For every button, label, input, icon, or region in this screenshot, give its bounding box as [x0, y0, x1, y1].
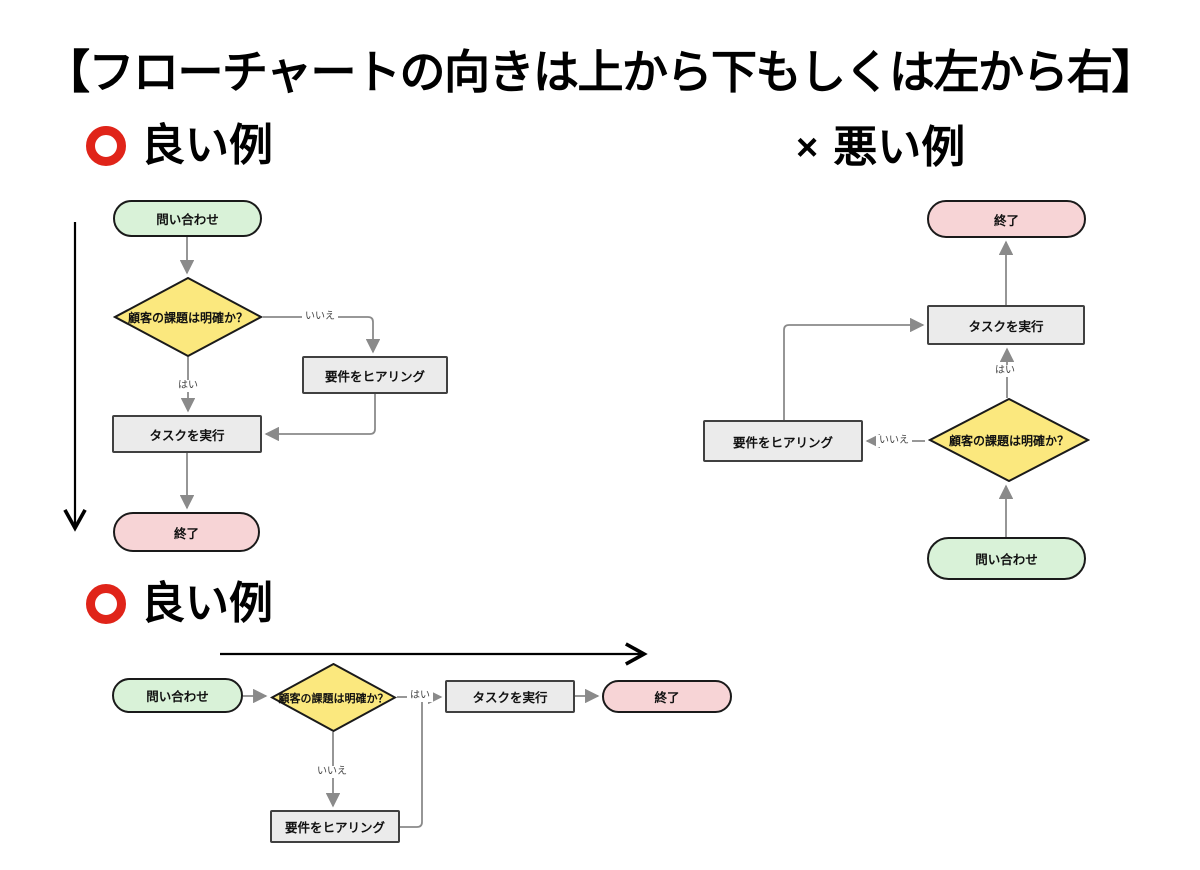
c1-node-task: タスクを実行 — [112, 415, 262, 453]
c2-node-decision: 顧客の課題は明確か？ — [928, 398, 1090, 482]
c2-edge-label-yes: はい — [992, 365, 1018, 377]
bad-example-heading: × 悪い例 — [796, 126, 965, 170]
c3-node-start-label: 問い合わせ — [146, 690, 209, 704]
c1-node-end: 終了 — [113, 512, 260, 552]
c2-node-hearing-label: 要件をヒアリング — [732, 435, 833, 450]
c2-node-task: タスクを実行 — [927, 305, 1085, 345]
c3-node-hearing: 要件をヒアリング — [270, 810, 400, 843]
good-example-label-1: 良い例 — [141, 121, 273, 170]
c2-node-task-label: タスクを実行 — [968, 319, 1044, 334]
good-mark-circle-icon — [86, 126, 126, 166]
c1-node-start: 問い合わせ — [113, 200, 262, 237]
c1-decision-shape — [113, 277, 263, 357]
c2-edge-hearing-task — [783, 317, 925, 420]
good-mark-circle-icon-2 — [86, 584, 126, 624]
c2-node-end: 終了 — [927, 200, 1086, 238]
c1-node-hearing: 要件をヒアリング — [302, 356, 448, 394]
c2-decision-shape — [928, 398, 1090, 482]
page-title: 【フローチャートの向きは上から下もしくは左から右】 — [43, 46, 1158, 98]
good-example-heading-1: 良い例 — [86, 124, 273, 168]
c2-node-decision-label: 顧客の課題は明確か？ — [948, 433, 1069, 448]
c3-node-hearing-label: 要件をヒアリング — [284, 821, 385, 835]
c3-node-end-label: 終了 — [654, 691, 680, 705]
c3-edge-label-yes: はい — [407, 690, 433, 702]
c1-node-hearing-label: 要件をヒアリング — [324, 369, 425, 384]
c2-edge-label-no: いいえ — [876, 435, 912, 447]
c2-node-start-label: 問い合わせ — [975, 553, 1038, 567]
c1-node-decision-label: 顧客の課題は明確か？ — [127, 310, 248, 325]
c1-node-decision: 顧客の課題は明確か？ — [113, 277, 263, 357]
c3-node-task-label: タスクを実行 — [472, 691, 548, 705]
c2-node-start: 問い合わせ — [927, 537, 1086, 580]
c1-node-task-label: タスクを実行 — [149, 428, 225, 443]
c3-node-decision: 顧客の課題は明確か？ — [270, 663, 397, 732]
bad-example-label: 悪い例 — [833, 123, 966, 172]
c2-node-end-label: 終了 — [993, 213, 1019, 228]
c3-edge-hearing-loopback — [400, 699, 423, 828]
c1-node-start-label: 問い合わせ — [156, 213, 219, 227]
c2-node-hearing: 要件をヒアリング — [703, 420, 863, 462]
c1-edge-hearing-task — [264, 394, 376, 442]
good-example-label-2: 良い例 — [141, 579, 273, 628]
bad-mark-x-icon: × — [796, 127, 819, 169]
c3-node-decision-label: 顧客の課題は明確か？ — [278, 692, 389, 705]
c3-node-start: 問い合わせ — [112, 678, 243, 713]
c3-node-task: タスクを実行 — [445, 680, 575, 713]
c1-node-end-label: 終了 — [173, 526, 199, 541]
c1-edge-label-yes: はい — [175, 380, 201, 392]
c1-edge-label-no: いいえ — [302, 311, 338, 323]
c3-decision-shape — [270, 663, 397, 732]
c3-edge-label-no: いいえ — [314, 766, 350, 778]
good-example-heading-2: 良い例 — [86, 582, 273, 626]
c3-node-end: 終了 — [602, 680, 732, 713]
